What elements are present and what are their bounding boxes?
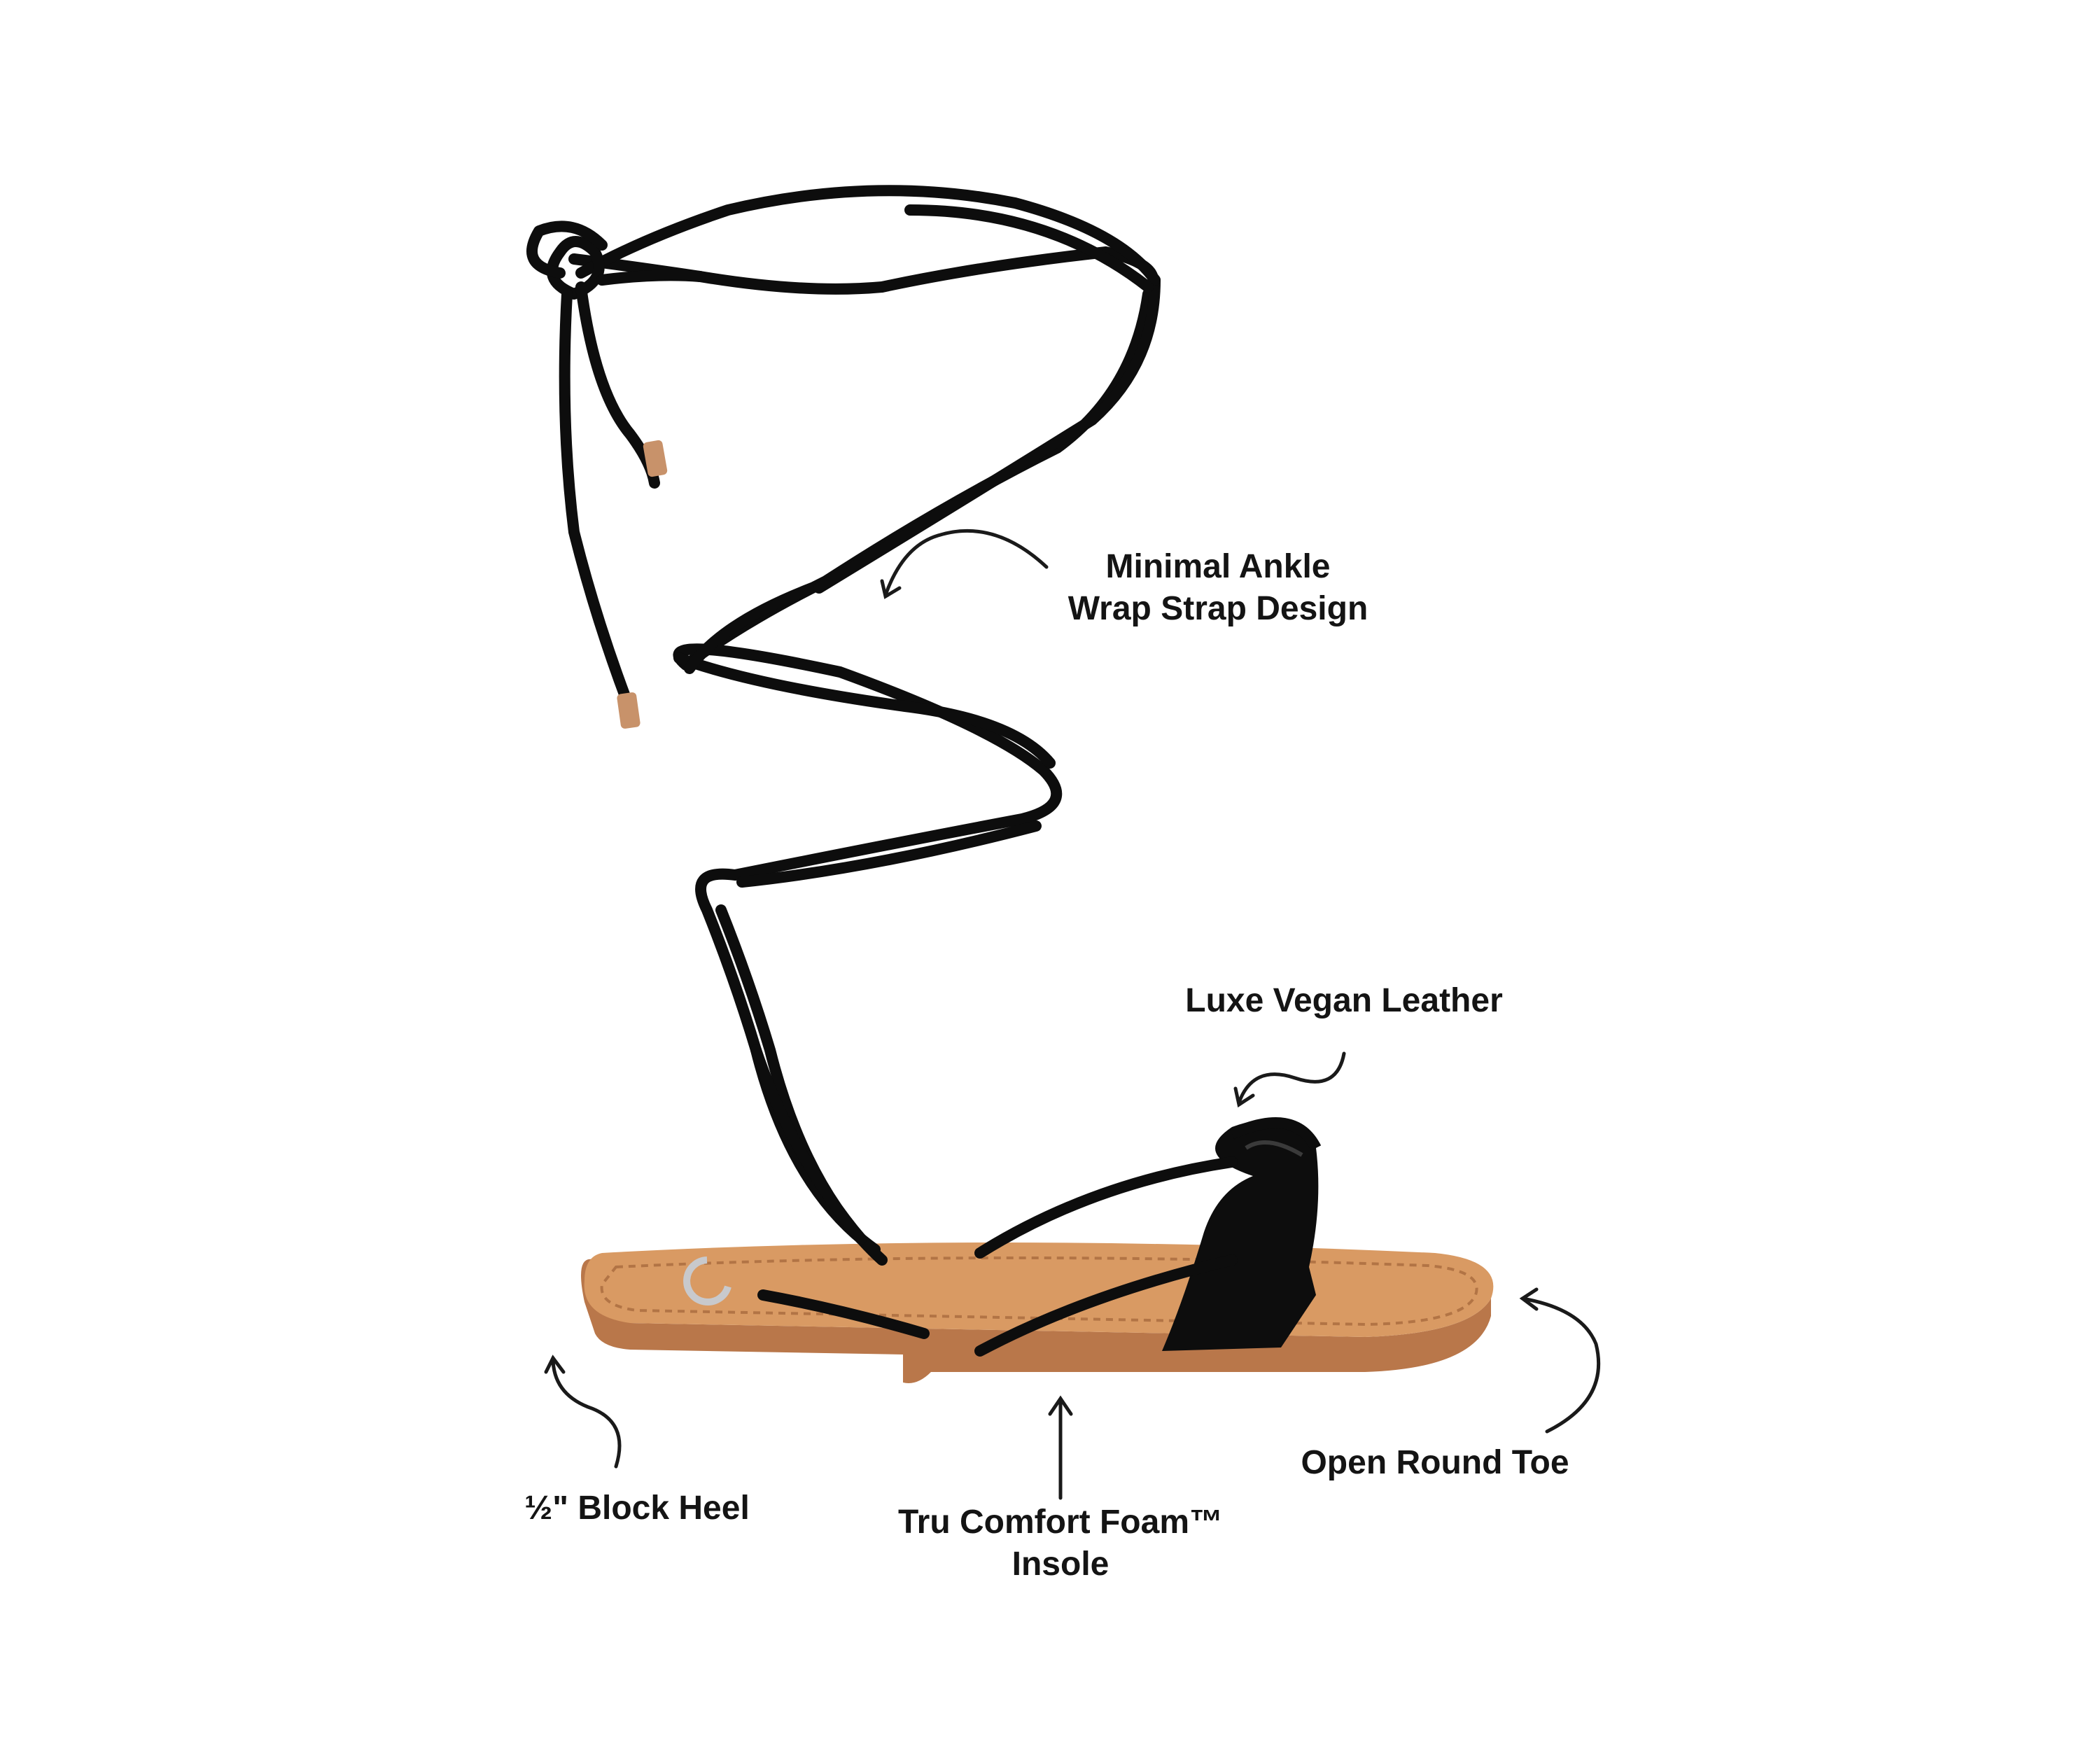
heel-callout: ½" Block Heel — [504, 1488, 770, 1530]
toe-knot-strap — [974, 1117, 1322, 1351]
insole-callout-line2: Insole — [1011, 1546, 1110, 1583]
insole-callout-line1: Tru Comfort Foam™ — [898, 1504, 1223, 1541]
insole-arrow-icon — [1048, 1395, 1073, 1500]
leather-callout-text: Luxe Vegan Leather — [1185, 982, 1503, 1019]
toe-callout: Open Round Toe — [1288, 1442, 1582, 1484]
toe-callout-text: Open Round Toe — [1301, 1444, 1569, 1481]
ankle-wrap-callout: Minimal Ankle Wrap Strap Design — [1050, 546, 1386, 630]
ankle-wrap-arrow-icon — [880, 528, 1049, 599]
toe-arrow-icon — [1519, 1287, 1601, 1434]
sandal-sole — [581, 1242, 1494, 1383]
insole-callout: Tru Comfort Foam™ Insole — [875, 1502, 1246, 1586]
leather-arrow-icon — [1233, 1051, 1346, 1108]
callout-arrows — [544, 528, 1601, 1500]
ankle-wrap-strap — [526, 185, 1238, 1357]
strap-aglets — [617, 440, 668, 729]
leather-callout: Luxe Vegan Leather — [1162, 980, 1526, 1022]
ankle-wrap-callout-line1: Minimal Ankle — [1105, 548, 1331, 585]
ankle-wrap-callout-line2: Wrap Strap Design — [1068, 590, 1368, 627]
heel-arrow-icon — [544, 1354, 622, 1469]
heel-callout-text: ½" Block Heel — [524, 1490, 750, 1527]
